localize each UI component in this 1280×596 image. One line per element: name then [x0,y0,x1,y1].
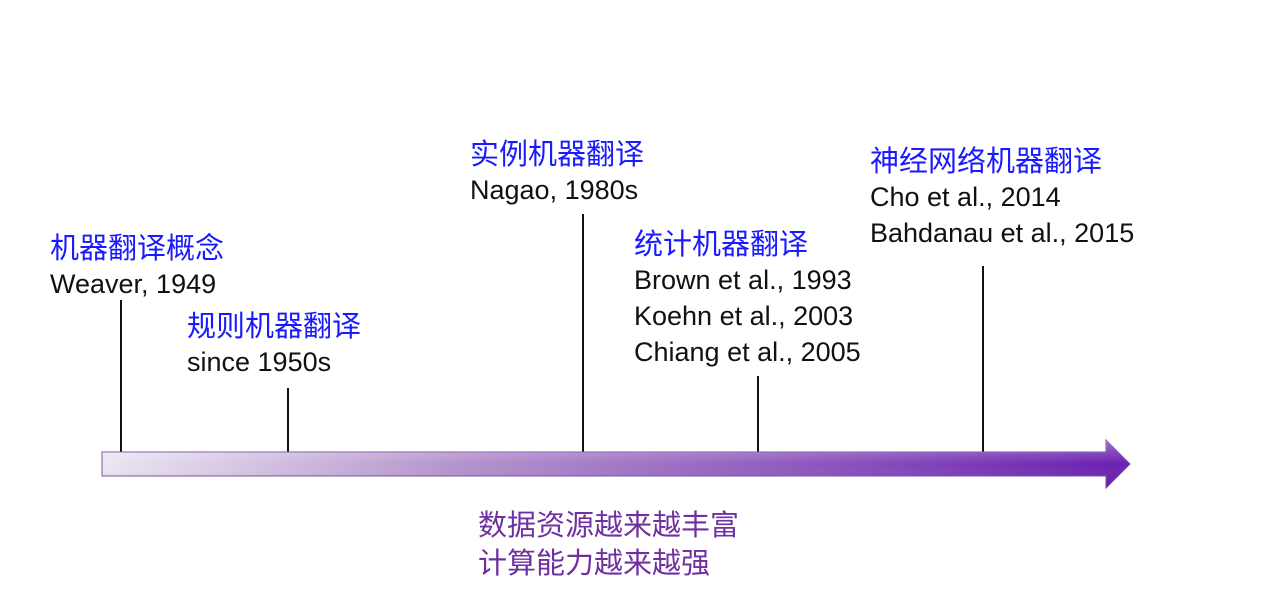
event-reference: since 1950s [187,347,332,377]
caption-line-compute: 计算能力越来越强 [478,546,711,580]
event-mt-concept: 机器翻译概念 Weaver, 1949 [50,230,224,302]
event-reference: Weaver, 1949 [50,269,217,299]
event-reference: Nagao, 1980s [470,175,639,205]
event-title: 神经网络机器翻译 [870,144,1103,178]
event-reference: Chiang et al., 2005 [634,337,861,367]
event-neural-mt: 神经网络机器翻译 Cho et al., 2014 Bahdanau et al… [870,143,1134,251]
event-reference: Koehn et al., 2003 [634,301,854,331]
event-title: 统计机器翻译 [634,227,809,261]
event-reference: Brown et al., 1993 [634,265,852,295]
event-example-based-mt: 实例机器翻译 Nagao, 1980s [470,136,644,208]
caption-line-data: 数据资源越来越丰富 [478,508,740,542]
timeline-caption: 数据资源越来越丰富 计算能力越来越强 [478,506,739,582]
event-statistical-mt: 统计机器翻译 Brown et al., 1993 Koehn et al., … [634,226,861,370]
event-reference: Bahdanau et al., 2015 [870,218,1135,248]
event-title: 规则机器翻译 [187,309,362,343]
event-title: 实例机器翻译 [470,137,645,171]
event-rule-based-mt: 规则机器翻译 since 1950s [187,308,361,380]
event-title: 机器翻译概念 [50,231,225,265]
timeline-arrow [101,438,1131,490]
event-reference: Cho et al., 2014 [870,182,1061,212]
